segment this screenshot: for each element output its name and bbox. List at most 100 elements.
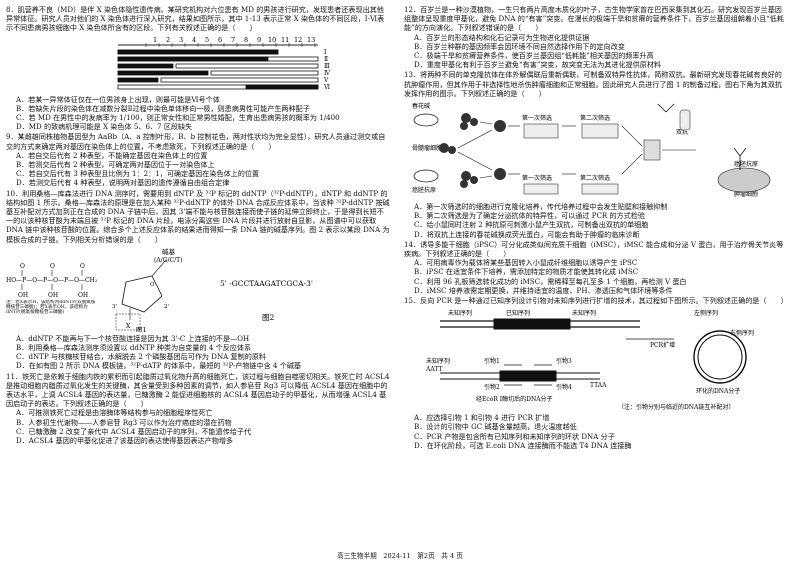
svg-text:引物4: 引物4 — [556, 383, 572, 391]
question-9-option-a: A．若自交后代有 2 种表型，不能确定基因在染色体上的位置 — [16, 150, 208, 160]
svg-text:第一次筛选: 第一次筛选 — [522, 174, 552, 182]
svg-text:HO—P—O—P—O—P—O—CH₂: HO—P—O—P—O—P—O—CH₂ — [6, 277, 98, 284]
question-13: 13．将两种不同的单克隆抗体在体外解偶联后重新偶联，可制备双特异性抗体，简称双抗… — [404, 70, 788, 238]
base-options-label: (A/G/C/T) — [154, 257, 182, 264]
svg-text:癌胚抗原: 癌胚抗原 — [734, 160, 758, 168]
segment-numbers: 1 2 3 4 5 6 7 8 9 10 11 12 13 — [153, 36, 315, 44]
question-13-option-a: A．第一次筛选时的细胞进行克隆化培养，传代培养过程中会发生贴壁和接触抑制 — [414, 202, 668, 212]
question-13-option-d: D．将双抗上连接的春花碱换成荧光蛋白，可能会有助于肿瘤的临床诊断 — [414, 229, 640, 239]
segment-number: 11 — [281, 36, 289, 44]
mouse-icons — [413, 113, 439, 183]
row-4-fill — [117, 70, 209, 76]
question-15-option-c: C．PCR 产物是包含所有已知序列和未知序列的环状 DNA 分子 — [414, 431, 615, 441]
svg-text:未知序列: 未知序列 — [448, 309, 472, 317]
question-11-stem: 11．铁死亡是依赖于细胞内铁的累积而引起脂质过氧化物升高的细胞死亡，该过程与细胞… — [6, 371, 390, 409]
question-12: 12．百岁兰是一种沙漠植物，一生只有两片高度木质化的叶子，古生物学家曾在巴西采集… — [404, 5, 788, 69]
question-12-option-a: A．百岁兰的形态结构和化石记录可为生物进化提供证据 — [414, 32, 590, 42]
well-plates — [523, 123, 619, 195]
question-15-option-a: A．应选择引物 1 和引物 4 进行 PCR 扩增 — [414, 413, 550, 423]
svg-text:3': 3' — [112, 304, 117, 310]
row-4-bar — [210, 70, 319, 76]
tumor-cell-icon — [717, 167, 771, 193]
question-9-option-d: D．若测交后代有 4 种表型，说明两对基因的遗传遵循自由组合定律 — [16, 178, 230, 188]
question-15-option-d: D．在环化阶段，可选 E.coli DNA 连接酶而不能选 T4 DNA 连接酶 — [414, 440, 632, 450]
segment-number: 9 — [257, 36, 261, 44]
svg-text:2': 2' — [164, 304, 169, 310]
axis-ticks — [145, 42, 316, 47]
row-label: Ⅴ — [323, 77, 329, 84]
segment-number: 3 — [179, 36, 183, 44]
row-6-fill — [245, 84, 319, 90]
question-13-option-c: C．给小鼠同时注射 2 种抗原可刺激小鼠产生双抗，可制备出双抗的单细胞 — [414, 220, 649, 230]
question-11-option-b: B．人参初生代谢物——人参皂苷 Rg3 可以作为治疗癌症的潜在药物 — [16, 417, 232, 427]
page-footer: 高三生物半期 2024-11 第2页 共 4 页 — [337, 552, 463, 560]
svg-text:TTAA: TTAA — [590, 382, 607, 389]
svg-text:OH: OH — [48, 292, 58, 299]
arrows — [457, 121, 696, 179]
segment-number: 7 — [231, 36, 235, 44]
segment-number: 10 — [268, 36, 276, 44]
svg-text:骨髓瘤细胞: 骨髓瘤细胞 — [412, 144, 442, 152]
svg-text:肿瘤细胞: 肿瘤细胞 — [734, 190, 758, 198]
svg-text:环化的DNA分子: 环化的DNA分子 — [696, 387, 740, 395]
question-8: 8．肌营养不良（MD）是伴 X 染色体隐性遗传病。某研究机构对六位患有 MD 的… — [6, 5, 390, 131]
fusion-cell — [643, 139, 661, 161]
question-13-figure: 春花碱 骨髓瘤细胞 癌胚抗原 第一次筛选 第二次筛选 第一次筛选 第二次筛选 双… — [404, 100, 788, 200]
row-label: Ⅱ — [324, 56, 328, 63]
svg-text:X: X — [126, 323, 131, 330]
cell-clusters — [439, 113, 506, 189]
inverse-pcr-figure: 未知序列 已知序列 未知序列 左侧序列 右侧序列 未知序列 AATT TTAA … — [425, 309, 754, 411]
question-11-option-c: C．已糖激酶 2 改变了亲代中 ACSL4 基因启动子的序列，不能遗传给子代 — [16, 426, 252, 436]
svg-text:O: O — [80, 263, 85, 270]
segment-number: 5 — [205, 36, 209, 44]
svg-text:O: O — [50, 263, 55, 270]
svg-text:未知序列: 未知序列 — [572, 309, 596, 317]
segment-number: 4 — [192, 36, 196, 44]
question-15: 15．反向 PCR 是一种通过已知序列设计引物对未知序列进行扩增的技术，其过程如… — [404, 296, 788, 450]
tube-icon — [679, 109, 691, 131]
question-11: 11．铁死亡是依赖于细胞内铁的累积而引起脂质过氧化物升高的细胞死亡，该过程与细胞… — [6, 372, 390, 446]
circular-dna-inner — [697, 334, 743, 380]
figure-1-caption: 图1 — [136, 326, 147, 332]
question-8-option-b: B．若缺失片段的染色体在减数分裂Ⅱ过程中染色单体移向一极，则患病男性可能产生两种… — [16, 103, 310, 113]
row-3-fill — [117, 63, 174, 69]
question-13-option-b: B．第二次筛选是为了确定分泌抗体的特异性，可以通过 PCR 的方式检验 — [414, 211, 645, 221]
question-8-option-d: D．MD 的致病机理可能是 X 染色体 5、6、7 区段缺失 — [16, 122, 193, 132]
primer-arrows — [504, 364, 552, 386]
bispecific-antibody-figure: 春花碱 骨髓瘤细胞 癌胚抗原 第一次筛选 第二次筛选 第一次筛选 第二次筛选 双… — [412, 102, 771, 198]
question-14-option-b: B．iPSC 在适宜条件下培养，需添加特定的物质才能使其转化成 iMSC — [414, 267, 639, 277]
bispecific-antibody-icon — [733, 147, 747, 171]
question-14-option-a: A．可用病毒作为载体将某些基因转入小鼠成纤维细胞以诱导产生 iPSC — [414, 258, 638, 268]
figure-2-caption: 图2 — [262, 313, 274, 322]
base-label: 碱基 — [162, 247, 176, 256]
question-11-option-d: D．ACSL4 基因的甲基化促进了该基因的表达使得基因表达产物增多 — [16, 436, 234, 446]
question-8-figure: 1 2 3 4 5 6 7 8 9 10 11 12 13 — [6, 35, 390, 93]
question-10-option-b: B．利用桑格—库森法测序须设置以 ddNTP 种类为自变量的 4 个反应体系 — [16, 343, 252, 353]
svg-text:PCR扩增: PCR扩增 — [650, 341, 675, 349]
question-14: 14．诱导多能干细胞（iPSC）可分化成类似间充质干细胞（iMSC），iMSC … — [404, 240, 788, 295]
figure-texts: 未知序列 已知序列 未知序列 左侧序列 右侧序列 未知序列 AATT TTAA … — [425, 309, 754, 411]
svg-text:未知序列: 未知序列 — [426, 357, 450, 365]
question-14-stem: 14．诱导多能干细胞（iPSC）可分化成类似间充质干细胞（iMSC），iMSC … — [404, 239, 784, 259]
question-15-option-b: B．设计的引物中 GC 碱基含量越高，退火温度越低 — [414, 422, 577, 432]
svg-text:已知序列: 已知序列 — [506, 309, 530, 317]
linear-dna — [440, 318, 640, 382]
row-label: Ⅲ — [324, 63, 330, 70]
right-column: 12．百岁兰是一种沙漠植物，一生只有两片高度木质化的叶子，古生物学家曾在巴西采集… — [404, 4, 788, 450]
figure-labels: 春花碱 骨髓瘤细胞 癌胚抗原 第一次筛选 第二次筛选 第一次筛选 第二次筛选 双… — [412, 102, 758, 198]
segment-number: 6 — [218, 36, 222, 44]
row-5-fill — [117, 77, 159, 83]
svg-text:OH: OH — [18, 292, 28, 299]
question-10-option-c: C．dNTP 与核糖核苷结合，水解脱去 2 个磷酸基团后可作为 DNA 复制的原… — [16, 352, 267, 362]
question-10-option-a: A．ddNTP 不能再与下一个核苷酸连接是因为其 3'-C 上连接的不是—OH — [16, 333, 250, 343]
segment-number: 13 — [307, 36, 315, 44]
svg-text:经EcoR I酶切后的DNA分子: 经EcoR I酶切后的DNA分子 — [476, 395, 553, 403]
question-13-stem: 13．将两种不同的单克隆抗体在体外解偶联后重新偶联，可制备双特异性抗体，简称双抗… — [404, 70, 782, 98]
svg-text:癌胚抗原: 癌胚抗原 — [412, 186, 436, 194]
segment-number: 8 — [244, 36, 248, 44]
segment-bars — [117, 49, 319, 90]
segment-number: 1 — [153, 36, 157, 44]
segment-number: 12 — [294, 36, 302, 44]
question-11-option-a: A．可推测铁死亡过程是由溶酶体等结构参与的细胞程序性死亡 — [16, 408, 213, 418]
